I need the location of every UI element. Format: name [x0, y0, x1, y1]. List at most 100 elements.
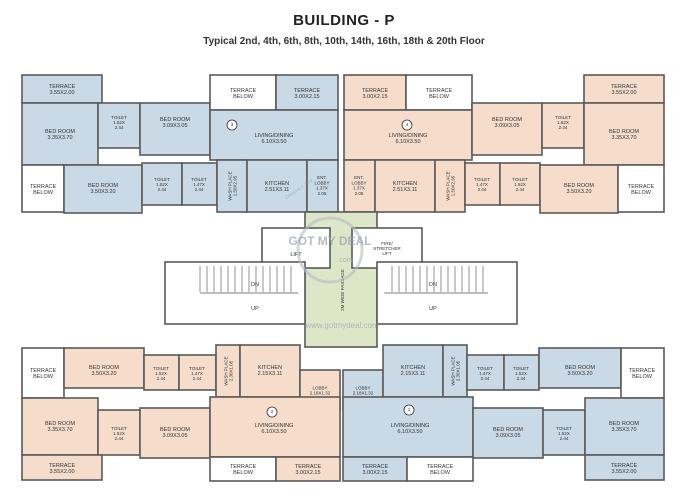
unit-badge-3: [226, 119, 238, 131]
terrace-4: [343, 74, 407, 111]
unit-number-3: 3: [231, 122, 234, 127]
toilet-2c: [178, 354, 217, 391]
unit-badge-1: [403, 404, 415, 416]
living-3: [209, 109, 339, 161]
terrace-3b: [275, 74, 339, 111]
bedroom-4b: [471, 102, 543, 156]
page-title: BUILDING - P: [293, 12, 395, 29]
terrace-below-1a: [620, 347, 665, 399]
toilet-4b: [464, 162, 501, 206]
terrace-3: [21, 74, 103, 104]
living-2: [209, 396, 341, 458]
toilet-4a: [541, 102, 585, 149]
unit-number-1: 1: [408, 407, 411, 412]
kitchen-2: [239, 344, 301, 398]
bedroom-3b: [139, 102, 211, 156]
bedroom-1c: [538, 347, 622, 389]
living-4: [343, 109, 473, 161]
unit-number-2: 2: [271, 409, 274, 414]
toilet-1b: [503, 354, 540, 391]
toilet-4c: [499, 162, 541, 206]
kitchen-4: [374, 159, 436, 213]
terrace-below-1b: [406, 456, 474, 482]
unit-badge-4: [401, 119, 413, 131]
page-subtitle: Typical 2nd, 4th, 6th, 8th, 10th, 14th, …: [203, 36, 485, 47]
room-label: WASH PLACE1.50X2.95: [445, 171, 455, 200]
core-passage-label: 2M WIDE PASSAGE: [340, 269, 345, 311]
room-label: WASH PLACE2.30X1.05: [450, 356, 460, 385]
wash-1: [442, 344, 468, 398]
room-label: UP: [429, 306, 437, 312]
terrace-below-4: [405, 74, 473, 111]
bedroom-1b: [472, 407, 544, 459]
unit-badge-2: [266, 406, 278, 418]
terrace-1b: [584, 454, 665, 481]
terrace-below-3a: [21, 164, 65, 213]
room-label: UP: [251, 306, 259, 312]
terrace-2a: [21, 454, 103, 481]
unit-number-4: 4: [406, 122, 409, 127]
watermark-sub: .com: [337, 257, 352, 264]
watermark-url: www.gotmydeal.com: [304, 321, 379, 330]
terrace-below-3b: [209, 74, 277, 111]
watermark-brand: GOT MY DEAL: [288, 234, 371, 248]
terrace-2b: [275, 456, 341, 482]
room-label: LIFT: [290, 252, 302, 258]
terrace-below-4b: [617, 164, 665, 213]
room-label: DN: [429, 282, 437, 288]
bedroom-3c: [63, 164, 143, 214]
kitchen-3: [246, 159, 308, 213]
room-label: DN: [251, 282, 259, 288]
ent-lobby-4: [343, 159, 376, 213]
room-label: WASH PLACE1.50X2.95: [227, 171, 237, 200]
toilet-3a: [97, 102, 141, 149]
